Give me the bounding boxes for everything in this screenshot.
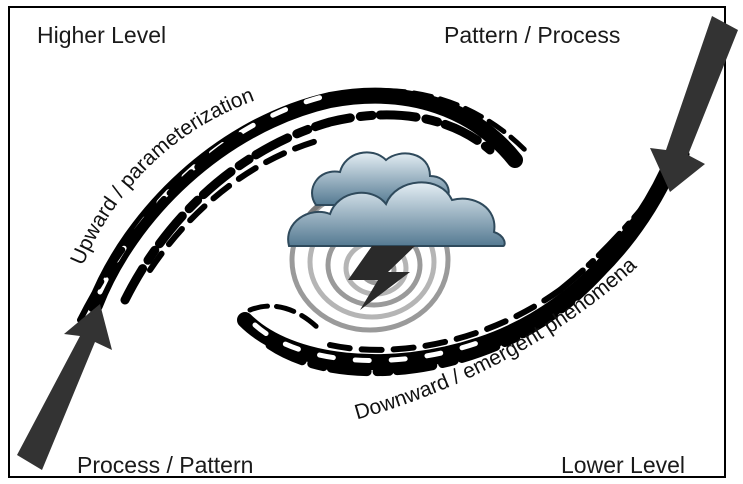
arrow-down-left-icon (650, 16, 738, 192)
lower-level-label: Lower Level (561, 452, 686, 478)
higher-level-label: Higher Level (37, 22, 167, 48)
process-pattern-label: Process / Pattern (77, 452, 254, 478)
arrow-up-right-icon (17, 304, 112, 470)
diagram-frame (8, 6, 726, 478)
upward-swoosh (77, 87, 528, 323)
pattern-process-label: Pattern / Process (444, 22, 621, 48)
downward-swoosh (237, 147, 693, 377)
lightning-bolt-icon (348, 246, 415, 310)
storm-cloud-icon (287, 151, 506, 310)
